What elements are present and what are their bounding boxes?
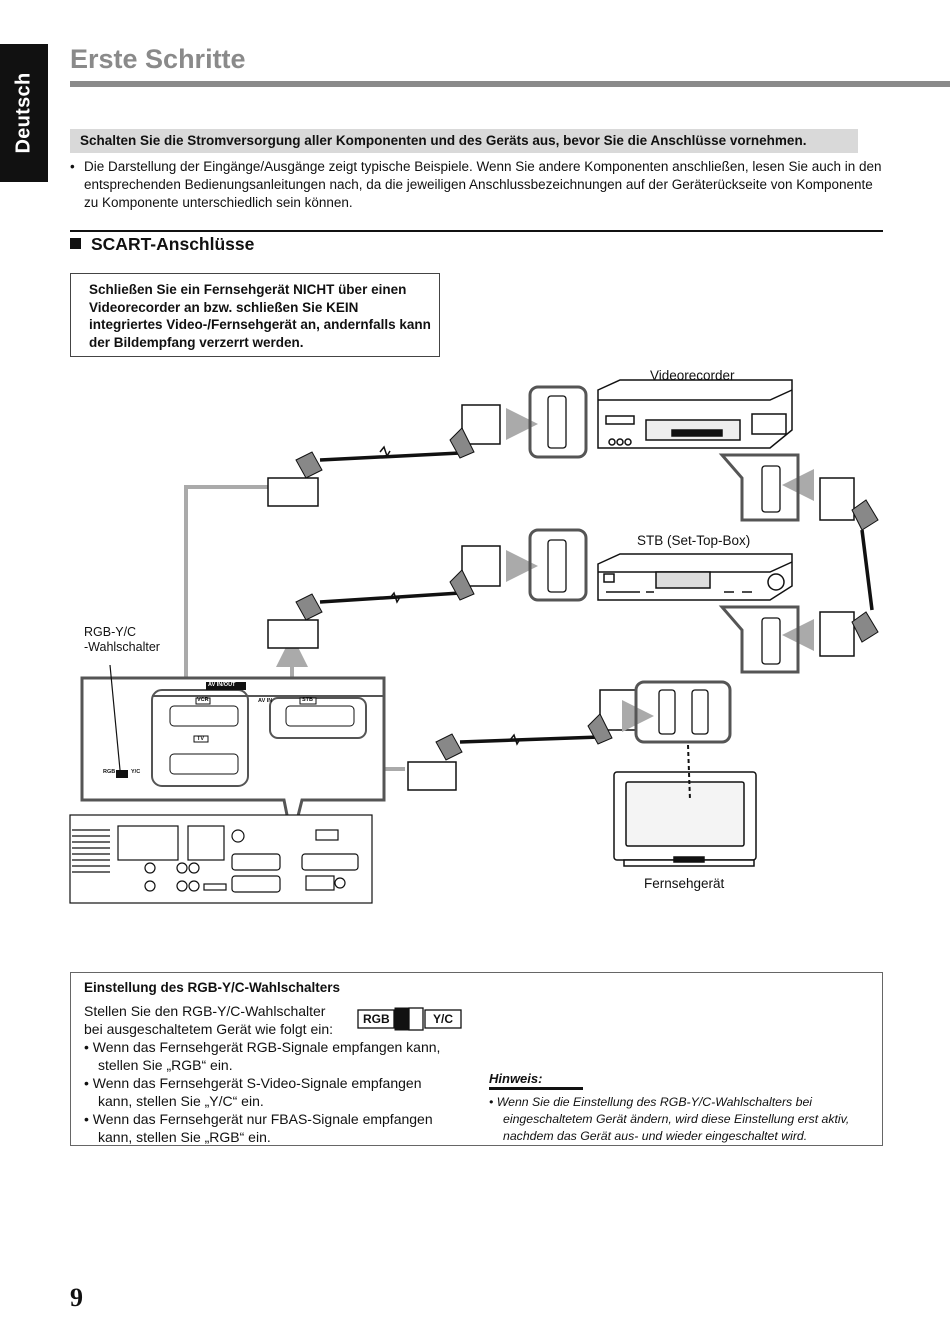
settings-item3-b: kann, stellen Sie „RGB“ ein. (98, 1129, 271, 1145)
switch-rgb-text: RGB (363, 1012, 390, 1026)
intro-bullet: • Die Darstellung der Eingänge/Ausgänge … (70, 158, 882, 212)
title-rule (70, 81, 950, 87)
power-warning-text: Schalten Sie die Stromversorgung aller K… (80, 133, 807, 148)
scart-caution-text: Schließen Sie ein Fernsehgerät NICHT übe… (89, 282, 431, 350)
settings-item2-a: • Wenn das Fernsehgerät S-Video-Signale … (84, 1075, 422, 1091)
panel-av-in-label: AV IN (258, 698, 273, 704)
settings-item3-a: • Wenn das Fernsehgerät nur FBAS-Signale… (84, 1111, 433, 1127)
switch-callout-label: RGB-Y/C -Wahlschalter (84, 625, 160, 655)
rgb-yc-settings-box: Einstellung des RGB-Y/C-Wahlschalters St… (70, 972, 883, 1146)
section-heading: SCART-Anschlüsse (70, 234, 254, 255)
hinweis-line2: eingeschaltetem Gerät ändern, wird diese… (503, 1112, 850, 1126)
scart-sockets (547, 395, 781, 735)
tv-callout-dashes (687, 744, 691, 801)
page-number: 9 (70, 1283, 83, 1312)
scart-cable-stb (267, 545, 501, 649)
switch-drawing (357, 1007, 462, 1031)
settings-item2-b: kann, stellen Sie „Y/C“ ein. (98, 1093, 264, 1109)
scart-caution-box: Schließen Sie ein Fernsehgerät NICHT übe… (70, 273, 440, 357)
panel-tv-label: TV (197, 736, 205, 742)
language-tab-label: Deutsch (12, 72, 35, 154)
section-rule (70, 230, 883, 232)
section-square-icon (70, 238, 81, 249)
rgb-yc-switch-graphic: RGB Y/C (357, 1007, 465, 1036)
settings-title: Einstellung des RGB-Y/C-Wahlschalters (84, 980, 341, 995)
panel-yc-label: Y/C (131, 769, 141, 775)
socket-callouts (528, 385, 800, 744)
page-title: Erste Schritte (70, 44, 246, 74)
settings-line1: Stellen Sie den RGB-Y/C-Wahlschalter (84, 1003, 326, 1019)
settings-line2: bei ausgeschaltetem Gerät wie folgt ein: (84, 1021, 334, 1037)
hinweis-title: Hinweis: (489, 1071, 543, 1086)
settings-item1-b: stellen Sie „RGB“ ein. (98, 1057, 233, 1073)
settings-instructions: Stellen Sie den RGB-Y/C-Wahlschalter bei… (84, 1002, 474, 1146)
diagram-drawing (69, 379, 879, 904)
scart-cable-vcr (267, 404, 501, 507)
hinweis-line1: • Wenn Sie die Einstellung des RGB-Y/C-W… (489, 1095, 813, 1109)
panel-av-in-out-label: AV IN/OUT (208, 682, 236, 688)
hinweis-rule (489, 1087, 583, 1090)
switch-yc-text: Y/C (433, 1012, 454, 1026)
vcr-label: Videorecorder (650, 368, 735, 383)
panel-rgb-label: RGB (103, 769, 116, 775)
scart-cable-tv (407, 689, 637, 791)
power-warning-bar: Schalten Sie die Stromversorgung aller K… (70, 129, 858, 153)
switch-callout-line2: -Wahlschalter (84, 640, 160, 654)
tv-label: Fernsehgerät (644, 876, 725, 891)
vcr-device (597, 379, 793, 449)
panel-stb-label: STB (302, 697, 313, 703)
section-title: SCART-Anschlüsse (91, 234, 255, 254)
receiver-panel-callout (80, 664, 386, 841)
scart-cable-vcr-stb (819, 477, 879, 657)
hinweis-line3: nachdem das Gerät aus- und wieder einges… (503, 1129, 808, 1143)
receiver-rear-panel (69, 814, 373, 904)
settings-item1-a: • Wenn das Fernsehgerät RGB-Signale empf… (84, 1039, 441, 1055)
panel-vcr-label: VCR (197, 697, 209, 703)
stb-label: STB (Set-Top-Box) (637, 533, 751, 548)
language-tab: Deutsch (0, 44, 48, 182)
stb-device (597, 553, 793, 601)
bullet-dot: • (70, 159, 75, 174)
tv-device (613, 771, 757, 867)
hinweis-text: • Wenn Sie die Einstellung des RGB-Y/C-W… (489, 1094, 879, 1145)
scart-connection-diagram: Videorecorder STB (Set-Top-Box) Fernsehg… (0, 360, 950, 920)
intro-text: Die Darstellung der Eingänge/Ausgänge ze… (84, 159, 882, 210)
switch-callout-line1: RGB-Y/C (84, 625, 137, 639)
